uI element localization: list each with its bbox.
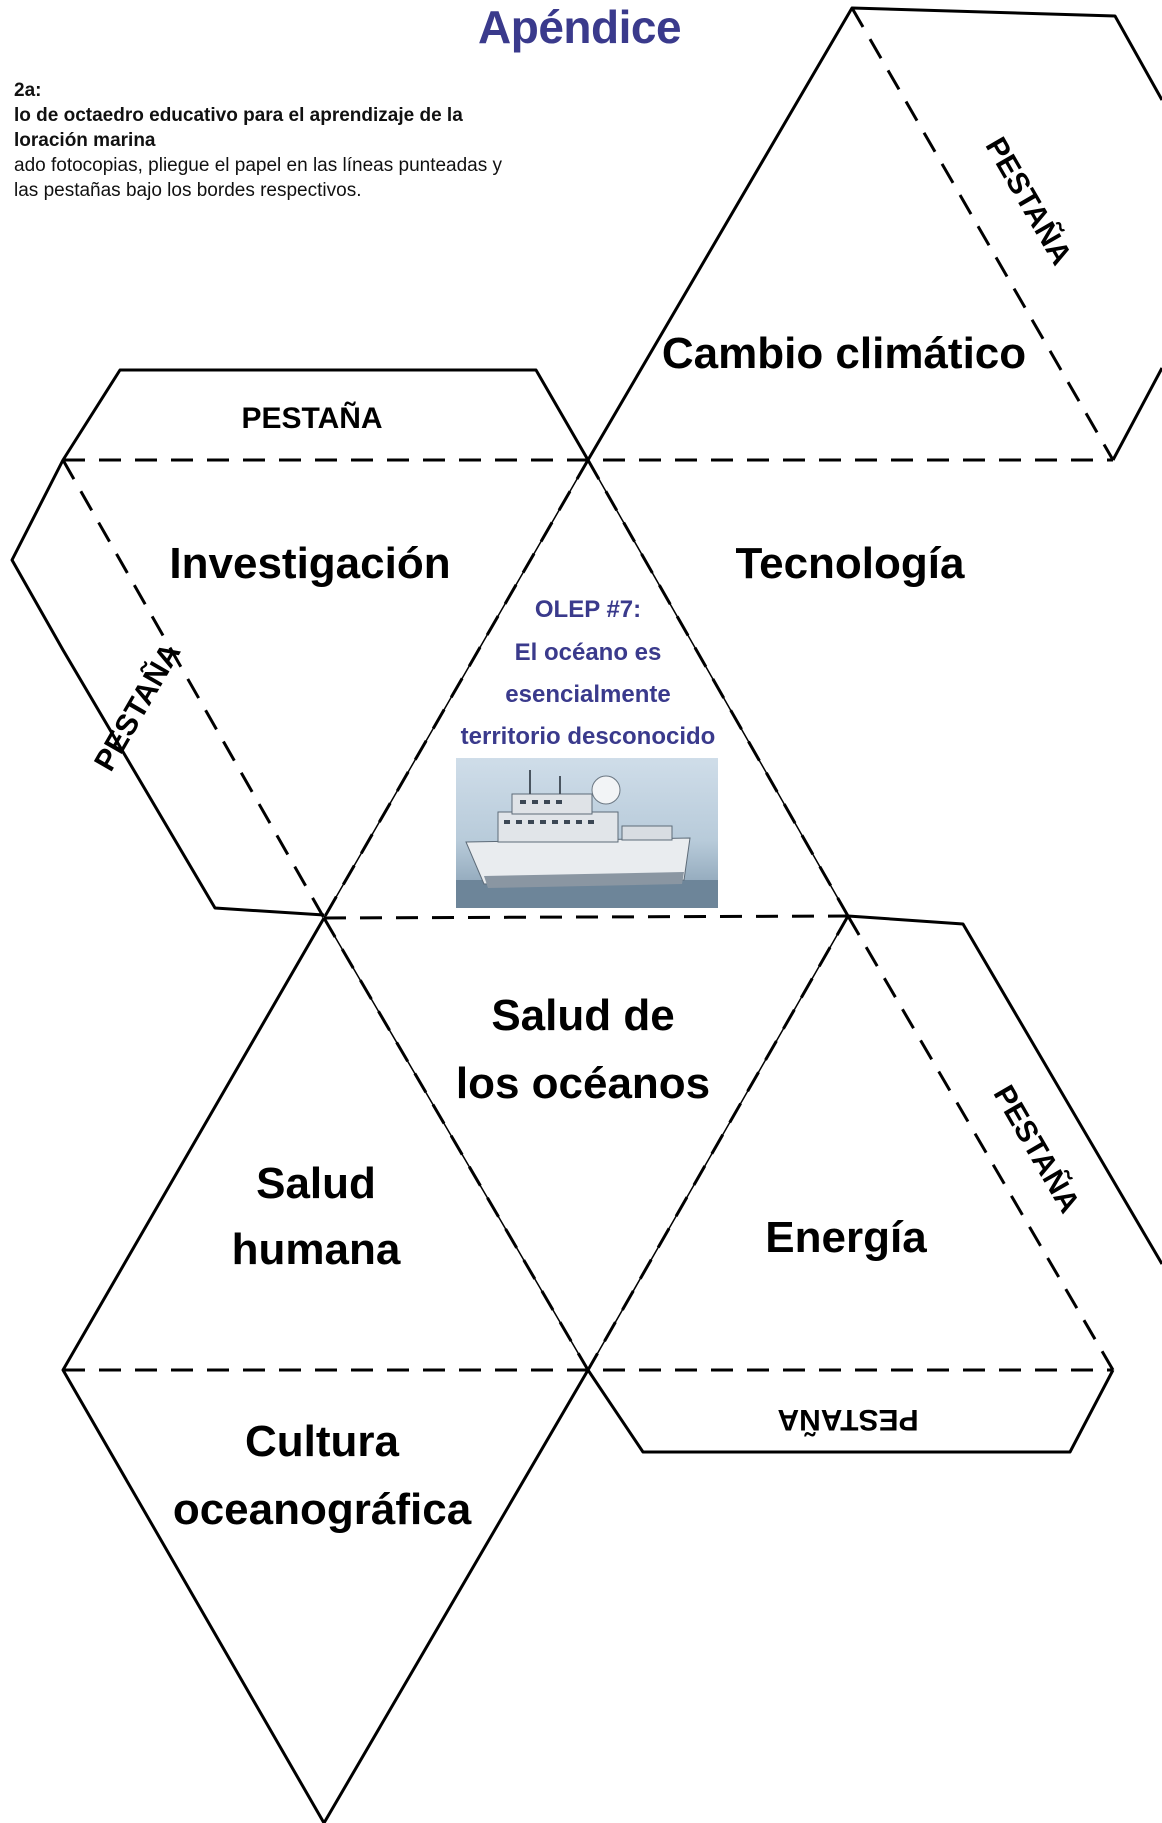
tab-label-top-right: PESTAÑA [979,131,1079,270]
intro-heading-line1: lo de octaedro educativo para el aprendi… [14,105,463,126]
face-salud-oceanos-line1: Salud de [491,991,674,1040]
tab-label-right: PESTAÑA [987,1079,1087,1218]
intro-body-line2: las pestañas bajo los bordes respectivos… [14,180,362,201]
intro-item-number: 2a: [14,80,42,101]
page-title: Apéndice [478,1,682,53]
center-line3: esencialmente [505,681,670,708]
tab-label-top-left: PESTAÑA [241,401,382,435]
center-line4: territorio desconocido [461,723,716,750]
fold-lines [61,7,1115,1372]
center-line2: El océano es [515,639,662,666]
face-cultura-line2: oceanográfica [173,1485,472,1534]
face-salud-humana-line1: Salud [256,1159,376,1208]
intro-body-line1: ado fotocopias, pliegue el papel en las … [14,155,503,176]
face-tecnologia: Tecnología [736,539,966,588]
face-investigacion: Investigación [169,539,450,588]
tab-label-left: PESTAÑA [87,637,187,776]
face-cambio-climatico: Cambio climático [662,329,1026,378]
intro-heading-line2: loración marina [14,130,156,151]
face-cultura-line1: Cultura [245,1417,400,1466]
intro-text: 2a: lo de octaedro educativo para el apr… [0,78,520,203]
center-title: OLEP #7: [535,596,641,623]
face-salud-oceanos-line2: los océanos [456,1059,710,1108]
outer-outline [10,6,1162,1823]
face-salud-humana-line2: humana [232,1225,401,1274]
face-energia: Energía [765,1213,927,1262]
research-ship-photo [456,758,718,908]
tab-label-bottom-right: PESTAÑA [777,1403,918,1437]
